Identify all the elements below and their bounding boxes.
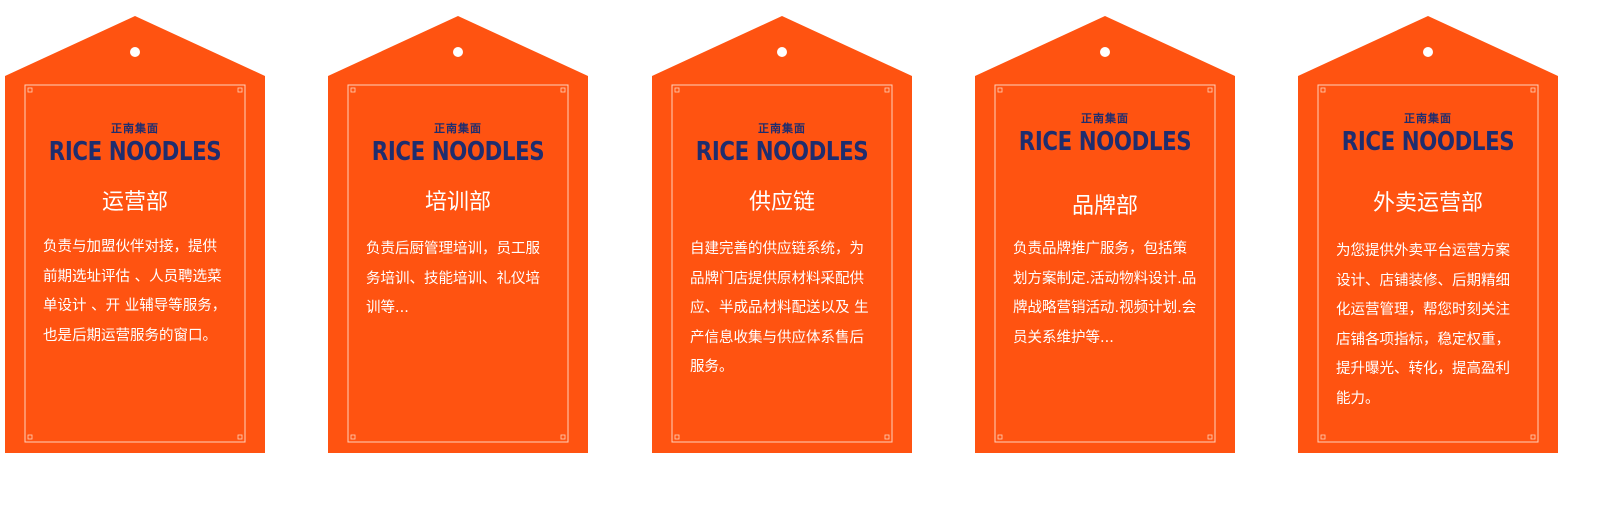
logo-cn-text: 正南集面 <box>1404 112 1452 125</box>
tag-shape <box>328 16 588 453</box>
card-title: 供应链 <box>748 190 815 215</box>
card-title: 培训部 <box>424 190 491 215</box>
logo-en-text: RICE NOODLES <box>695 137 869 167</box>
tag-hole-icon <box>453 47 463 57</box>
tag-hole-icon <box>1100 47 1110 57</box>
tag-shape <box>652 16 912 453</box>
card-title: 品牌部 <box>1071 194 1138 219</box>
logo-en-text: RICE NOODLES <box>1018 127 1192 157</box>
card-description: 为您提供外卖平台运营方案设计、店铺装修、后期精细化运营管理，帮您时刻关注店铺各项… <box>1336 243 1510 407</box>
department-card-training[interactable]: 正南集面 RICE NOODLES 培训部 负责后厨管理培训，员工服务培训、技能… <box>328 16 588 453</box>
card-description: 负责与加盟伙伴对接，提供前期选址评估 、人员聘选菜单设计 、开 业辅导等服务，也… <box>43 239 227 344</box>
brand-logo: 正南集面 RICE NOODLES <box>25 123 245 169</box>
logo-en-text: RICE NOODLES <box>48 137 222 167</box>
tag-hole-icon <box>777 47 787 57</box>
tag-shape <box>975 16 1235 453</box>
logo-cn-text: 正南集面 <box>1081 112 1129 125</box>
card-description: 自建完善的供应链系统，为品牌门店提供原材料采配供应、半成品材料配送以及 生产信息… <box>690 241 869 375</box>
logo-cn-text: 正南集面 <box>434 122 482 135</box>
card-description: 负责后厨管理培训，员工服务培训、技能培训、礼仪培训等... <box>366 241 540 316</box>
tag-shape <box>5 16 265 453</box>
department-card-brand[interactable]: 正南集面 RICE NOODLES 品牌部 负责品牌推广服务，包括策划方案制定.… <box>975 16 1235 453</box>
logo-cn-text: 正南集面 <box>111 122 159 135</box>
tag-shape <box>1298 16 1558 453</box>
card-title: 外卖运营部 <box>1372 191 1483 216</box>
logo-en-text: RICE NOODLES <box>371 137 545 167</box>
logo-cn-text: 正南集面 <box>758 122 806 135</box>
department-card-supply-chain[interactable]: 正南集面 RICE NOODLES 供应链 自建完善的供应链系统，为品牌门店提供… <box>652 16 912 453</box>
brand-logo: 正南集面 RICE NOODLES <box>1318 113 1538 159</box>
department-card-delivery-operations[interactable]: 正南集面 RICE NOODLES 外卖运营部 为您提供外卖平台运营方案设计、店… <box>1298 16 1558 453</box>
card-title: 运营部 <box>101 190 168 215</box>
department-card-operations[interactable]: 正南集面 RICE NOODLES 运营部 负责与加盟伙伴对接，提供前期选址评估… <box>5 16 265 453</box>
card-description: 负责品牌推广服务，包括策划方案制定.活动物料设计.品牌战略营销活动.视频计划.会… <box>1013 241 1197 346</box>
brand-logo: 正南集面 RICE NOODLES <box>348 123 568 169</box>
logo-en-text: RICE NOODLES <box>1341 127 1515 157</box>
tag-hole-icon <box>1423 47 1433 57</box>
brand-logo: 正南集面 RICE NOODLES <box>672 123 892 169</box>
brand-logo: 正南集面 RICE NOODLES <box>995 113 1215 159</box>
tag-hole-icon <box>130 47 140 57</box>
